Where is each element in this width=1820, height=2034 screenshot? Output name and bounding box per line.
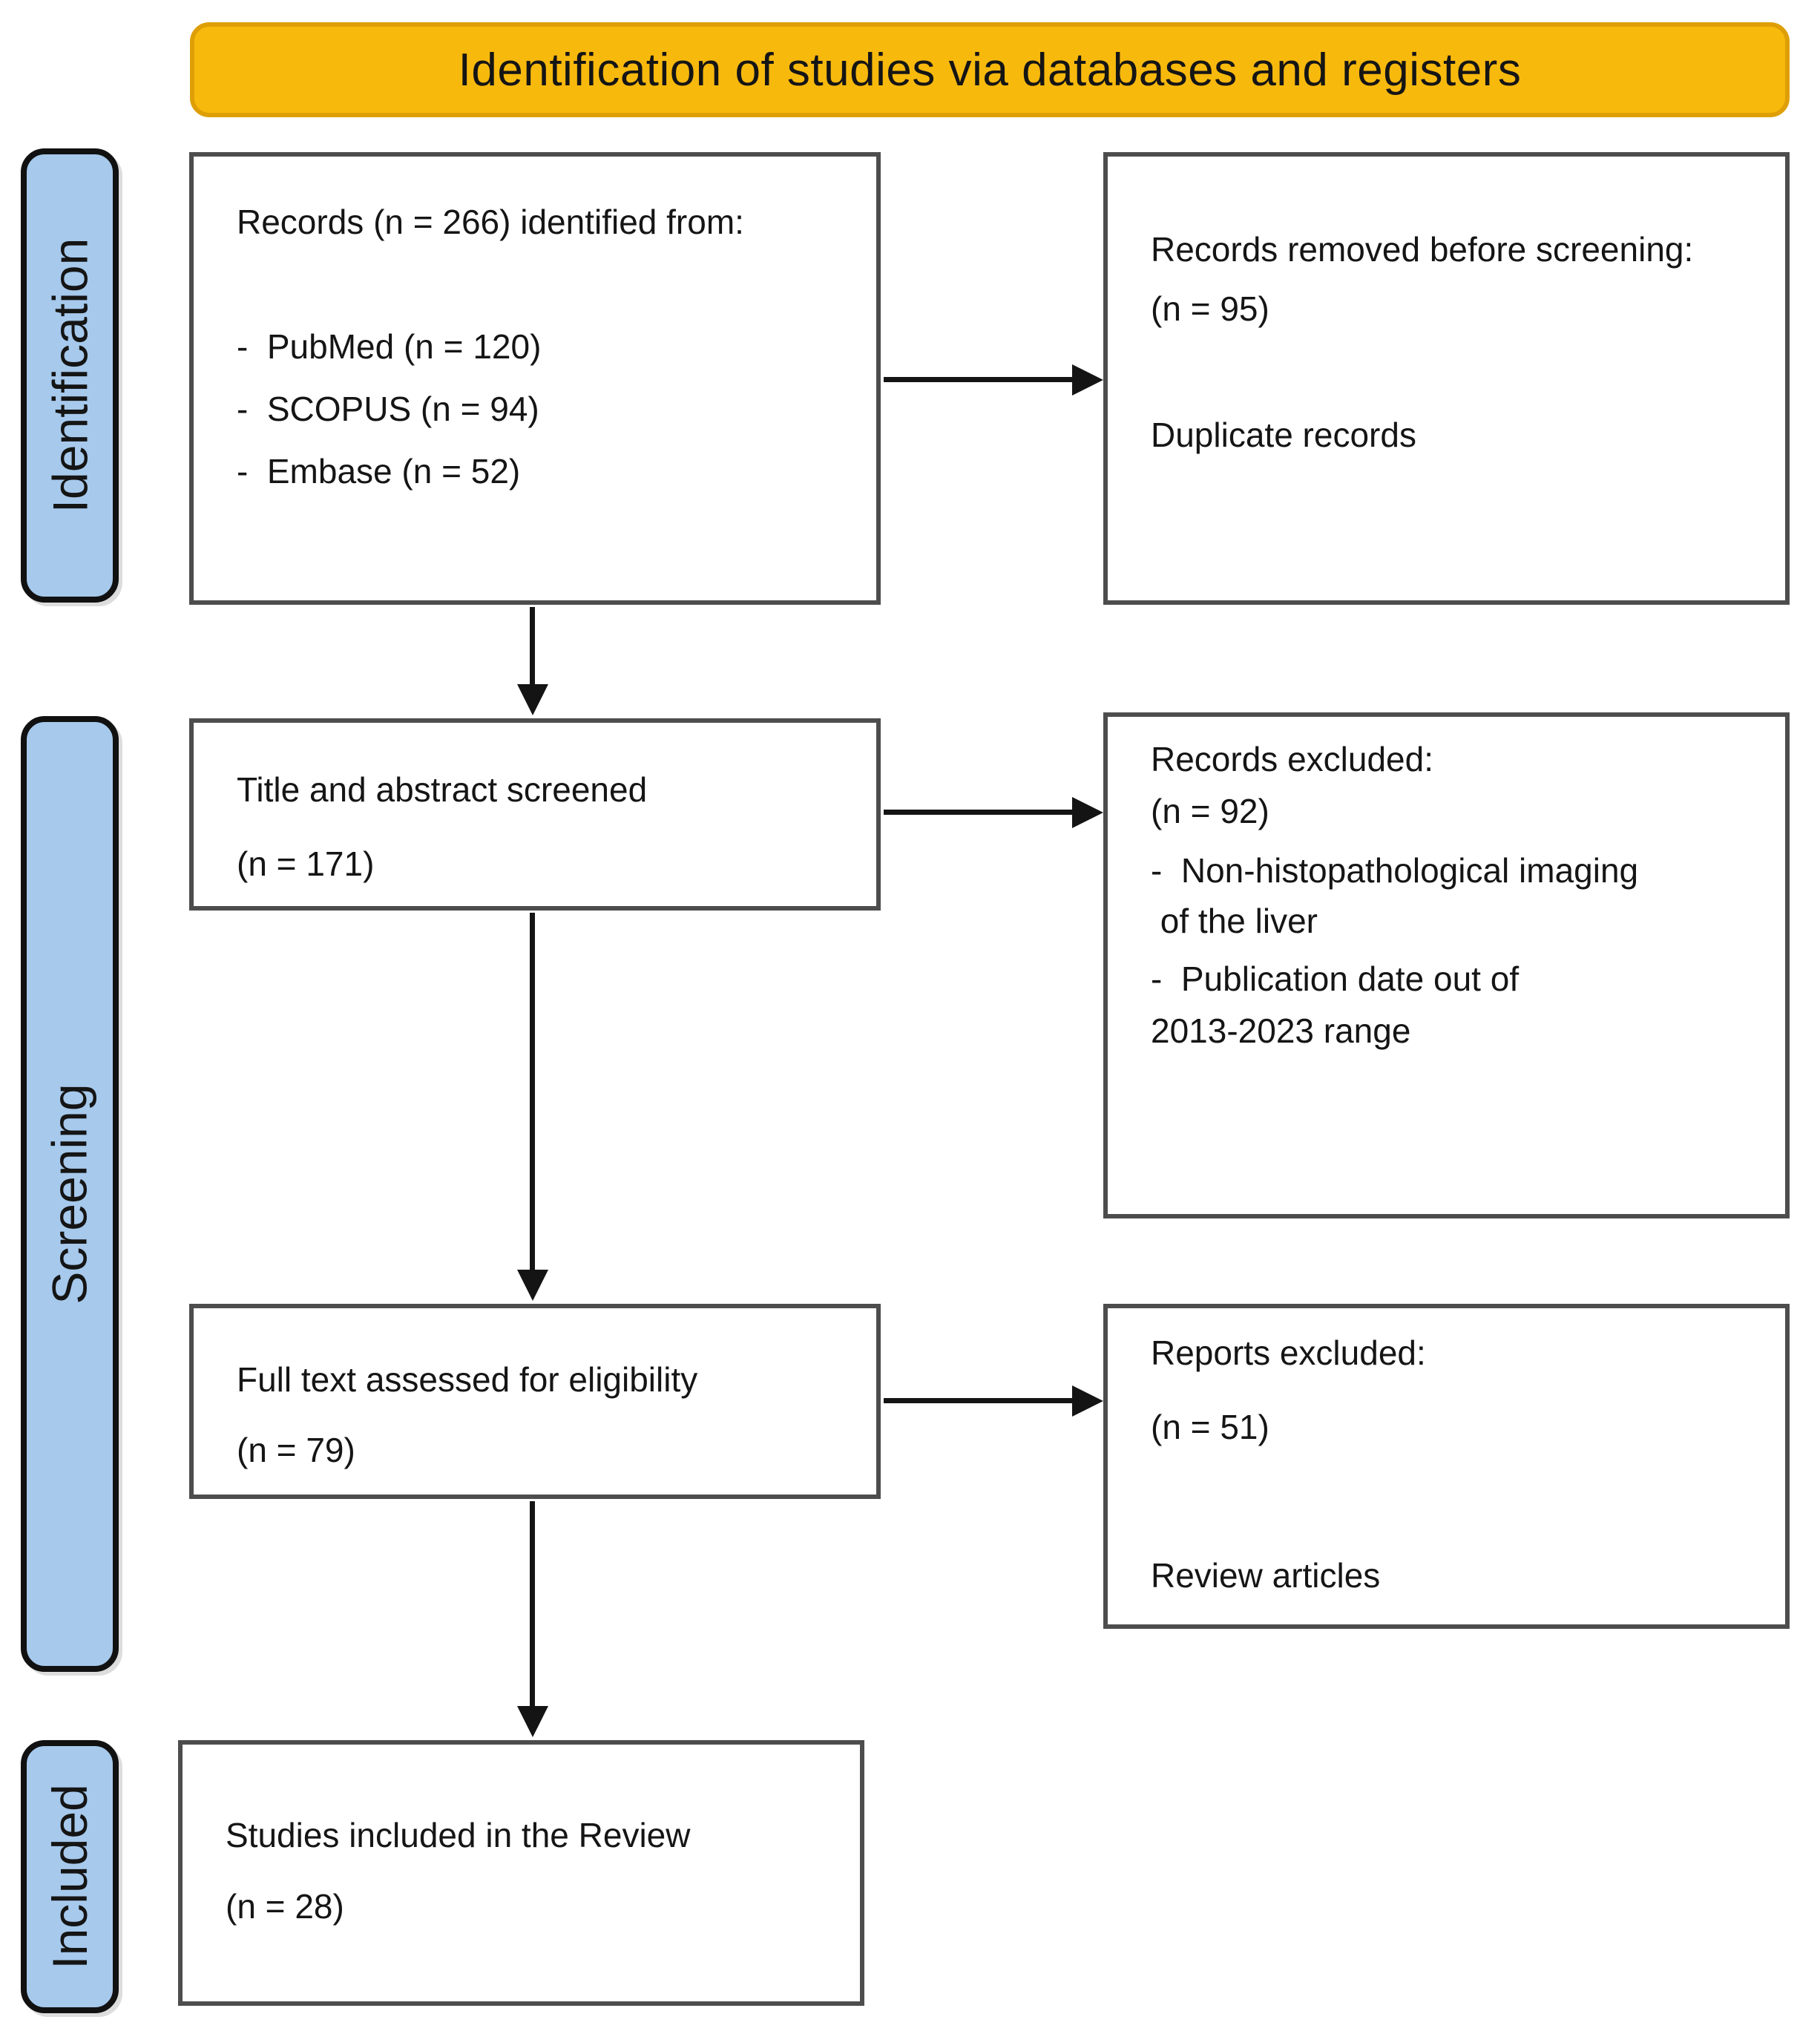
- records-excluded-title: Records excluded:: [1151, 740, 1433, 778]
- box-records-removed: Records removed before screening: (n = 9…: [1103, 152, 1790, 605]
- box-records-excluded: Records excluded: (n = 92) - Non-histopa…: [1103, 712, 1790, 1218]
- stage-screening: Screening: [21, 716, 119, 1672]
- reports-excluded-title: Reports excluded:: [1151, 1333, 1426, 1372]
- arrow-fulltext-to-reports-icon: [884, 1398, 1074, 1403]
- stage-identification: Identification: [21, 148, 119, 603]
- records-excluded-reason-1-cont: of the liver: [1151, 902, 1318, 940]
- arrow-screened-to-excluded-icon: [884, 810, 1074, 815]
- records-excluded-reason-2-cont: 2013-2023 range: [1151, 1011, 1411, 1050]
- box-records-identified: Records (n = 266) identified from: - Pub…: [189, 152, 881, 605]
- banner-title: Identification of studies via databases …: [458, 44, 1522, 96]
- box-studies-included: Studies included in the Review (n = 28): [178, 1740, 864, 2006]
- box-reports-excluded: Reports excluded: (n = 51) Review articl…: [1103, 1304, 1790, 1629]
- fulltext-count: (n = 79): [237, 1431, 355, 1469]
- stage-screening-label: Screening: [42, 1083, 98, 1305]
- records-removed-title: Records removed before screening:: [1151, 230, 1694, 269]
- screened-count: (n = 171): [237, 844, 375, 883]
- reports-excluded-count: (n = 51): [1151, 1408, 1269, 1446]
- stage-included-label: Included: [42, 1784, 97, 1969]
- stage-included: Included: [21, 1740, 119, 2013]
- records-removed-count: (n = 95): [1151, 289, 1269, 328]
- arrow-screened-to-fulltext-icon: [530, 913, 535, 1271]
- included-title: Studies included in the Review: [226, 1816, 691, 1854]
- included-count: (n = 28): [226, 1887, 344, 1926]
- reports-excluded-reason: Review articles: [1151, 1556, 1381, 1595]
- box-title-abstract-screened: Title and abstract screened (n = 171): [189, 718, 881, 911]
- arrow-fulltext-to-included-icon: [530, 1501, 535, 1707]
- records-identified-title: Records (n = 266) identified from:: [237, 203, 744, 241]
- fulltext-title: Full text assessed for eligibility: [237, 1360, 698, 1399]
- records-identified-item-pubmed: - PubMed (n = 120): [237, 327, 542, 366]
- records-excluded-count: (n = 92): [1151, 792, 1269, 830]
- box-full-text-assessed: Full text assessed for eligibility (n = …: [189, 1304, 881, 1499]
- records-identified-item-scopus: - SCOPUS (n = 94): [237, 390, 539, 428]
- records-excluded-reason-1: - Non-histopathological imaging: [1151, 851, 1639, 890]
- records-identified-item-embase: - Embase (n = 52): [237, 452, 521, 491]
- records-excluded-reason-2: - Publication date out of: [1151, 959, 1520, 998]
- banner: Identification of studies via databases …: [190, 22, 1790, 117]
- stage-identification-label: Identification: [42, 237, 98, 514]
- records-removed-reason: Duplicate records: [1151, 416, 1416, 454]
- arrow-records-to-removed-icon: [884, 377, 1074, 382]
- arrow-records-to-screened-icon: [530, 607, 535, 686]
- screened-title: Title and abstract screened: [237, 770, 648, 809]
